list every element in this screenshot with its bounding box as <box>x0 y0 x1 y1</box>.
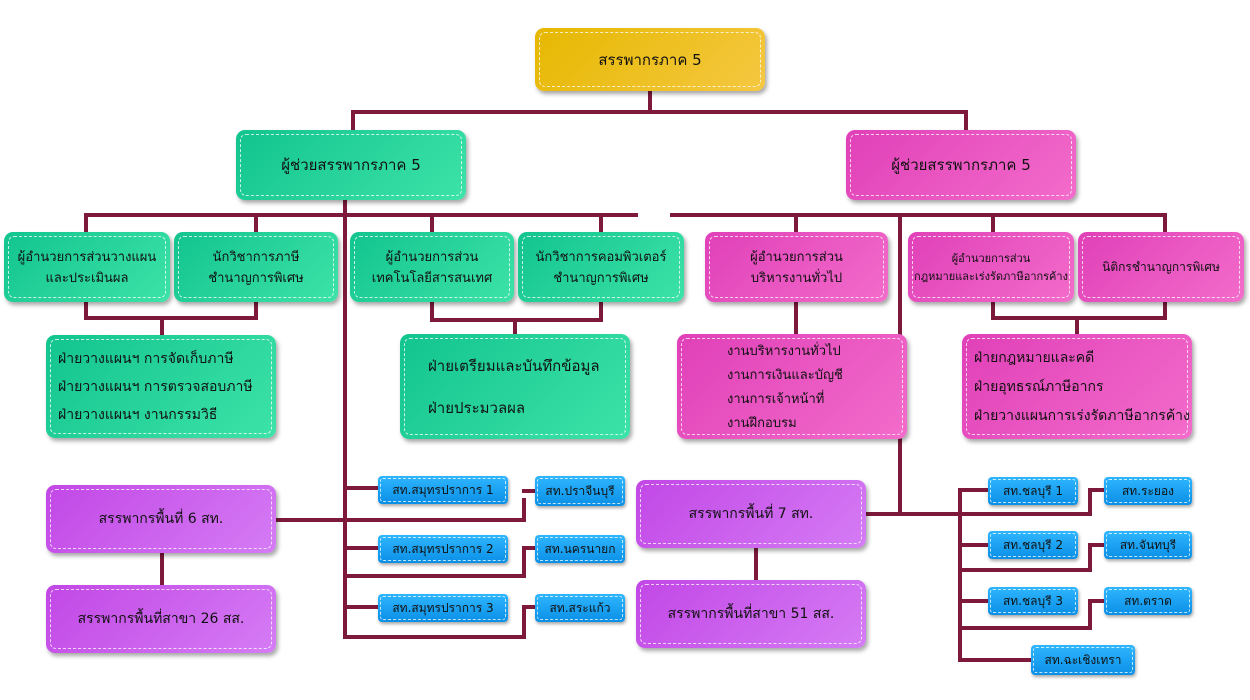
computer-specialist-line1: นักวิชาการคอมพิวเตอร์ <box>535 250 667 265</box>
office-label: สท.สระแก้ว <box>549 600 611 615</box>
admin-sections-box: งานบริหารงานทั่วไป งานการเงินและบัญชี งา… <box>677 334 907 439</box>
legal-sections-box: ฝ่ายกฎหมายและคดี ฝ่ายอุทธรณ์ภาษีอากร ฝ่า… <box>962 334 1192 439</box>
office-trat: สท.ตราด <box>1104 587 1192 615</box>
office-prachinburi: สท.ปราจีนบุรี <box>535 476 625 506</box>
office-nakhonnayok: สท.นครนายก <box>535 535 625 563</box>
office-samutprakan-1: สท.สมุทรปราการ 1 <box>378 476 508 504</box>
admin-section: งานการเจ้าหน้าที่ <box>727 392 825 407</box>
assistant-left-box: ผู้ช่วยสรรพากรภาค 5 <box>236 130 466 200</box>
planning-section: ฝ่ายวางแผนฯ การจัดเก็บภาษี <box>58 350 234 367</box>
legal-director-line1: ผู้อำนวยการส่วน <box>951 252 1031 265</box>
admin-director-line2: บริหารงานทั่วไป <box>750 271 843 286</box>
office-chonburi-2: สท.ชลบุรี 2 <box>988 531 1078 559</box>
area-left-branch-box: สรรพากรพื้นที่สาขา 26 สส. <box>46 585 276 653</box>
it-director-box: ผู้อำนวยการส่วน เทคโนโลยีสารสนเทศ <box>350 232 514 302</box>
admin-section: งานฝึกอบรม <box>727 416 797 431</box>
legal-section: ฝ่ายกฎหมายและคดี <box>974 349 1095 366</box>
area-right-branch: สรรพากรพื้นที่สาขา 51 สส. <box>667 606 835 622</box>
area-left-title: สรรพากรพื้นที่ 6 สท. <box>98 511 224 527</box>
admin-director-line1: ผู้อำนวยการส่วน <box>750 250 843 265</box>
office-label: สท.ชลบุรี 3 <box>1002 593 1064 608</box>
admin-director-box: ผู้อำนวยการส่วน บริหารงานทั่วไป <box>705 232 888 302</box>
office-samutprakan-2: สท.สมุทรปราการ 2 <box>378 535 508 563</box>
planning-director-line1: ผู้อำนวยการส่วนวางแผน <box>17 250 157 265</box>
office-label: สท.สมุทรปราการ 1 <box>392 482 494 497</box>
planning-director-box: ผู้อำนวยการส่วนวางแผน และประเมินผล <box>4 232 170 302</box>
legal-director-line2: กฎหมายและเร่งรัดภาษีอากรค้าง <box>914 270 1068 283</box>
office-label: สท.สมุทรปราการ 3 <box>392 600 494 615</box>
planning-section: ฝ่ายวางแผนฯ การตรวจสอบภาษี <box>58 378 253 395</box>
assistant-right-box: ผู้ช่วยสรรพากรภาค 5 <box>846 130 1076 200</box>
computer-specialist-line2: ชำนาญการพิเศษ <box>553 271 649 286</box>
legal-director-box: ผู้อำนวยการส่วน กฎหมายและเร่งรัดภาษีอากร… <box>908 232 1074 302</box>
legal-specialist-line1: นิติกรชำนาญการพิเศษ <box>1102 259 1220 274</box>
office-chanthaburi: สท.จันทบุรี <box>1104 531 1192 559</box>
area-left-branch: สรรพากรพื้นที่สาขา 26 สส. <box>77 611 245 627</box>
tax-specialist-box: นักวิชาการภาษี ชำนาญการพิเศษ <box>174 232 338 302</box>
office-label: สท.ตราด <box>1124 593 1172 608</box>
root-box: สรรพากรภาค 5 <box>535 28 765 91</box>
it-section: ฝ่ายประมวลผล <box>428 398 526 417</box>
office-chonburi-3: สท.ชลบุรี 3 <box>988 587 1078 615</box>
office-chonburi-1: สท.ชลบุรี 1 <box>988 477 1078 505</box>
admin-section: งานการเงินและบัญชี <box>727 368 843 383</box>
tax-specialist-line2: ชำนาญการพิเศษ <box>208 271 304 286</box>
area-right-box: สรรพากรพื้นที่ 7 สท. <box>636 480 866 548</box>
admin-section: งานบริหารงานทั่วไป <box>727 344 841 359</box>
office-label: สท.ชลบุรี 1 <box>1002 483 1064 498</box>
office-label: สท.ฉะเชิงเทรา <box>1044 652 1122 667</box>
planning-sections-box: ฝ่ายวางแผนฯ การจัดเก็บภาษี ฝ่ายวางแผนฯ ก… <box>46 335 276 438</box>
it-sections-box: ฝ่ายเตรียมและบันทึกข้อมูล ฝ่ายประมวลผล <box>400 334 630 439</box>
legal-section: ฝ่ายวางแผนการเร่งรัดภาษีอากรค้าง <box>974 407 1190 424</box>
it-director-line2: เทคโนโลยีสารสนเทศ <box>371 271 493 286</box>
legal-section: ฝ่ายอุทธรณ์ภาษีอากร <box>974 378 1104 395</box>
assistant-left-title: ผู้ช่วยสรรพากรภาค 5 <box>281 156 421 174</box>
root-title: สรรพากรภาค 5 <box>598 50 702 69</box>
office-label: สท.ปราจีนบุรี <box>545 483 615 498</box>
office-label: สท.สมุทรปราการ 2 <box>392 541 494 556</box>
office-label: สท.นครนายก <box>544 541 616 556</box>
office-rayong: สท.ระยอง <box>1104 477 1192 505</box>
legal-specialist-box: นิติกรชำนาญการพิเศษ <box>1078 232 1244 302</box>
planning-director-line2: และประเมินผล <box>45 271 129 286</box>
computer-specialist-box: นักวิชาการคอมพิวเตอร์ ชำนาญการพิเศษ <box>518 232 684 302</box>
area-right-title: สรรพากรพื้นที่ 7 สท. <box>688 506 814 522</box>
tax-specialist-line1: นักวิชาการภาษี <box>212 250 300 265</box>
area-left-box: สรรพากรพื้นที่ 6 สท. <box>46 485 276 553</box>
office-samutprakan-3: สท.สมุทรปราการ 3 <box>378 594 508 622</box>
planning-section: ฝ่ายวางแผนฯ งานกรรมวิธี <box>58 406 218 423</box>
office-label: สท.จันทบุรี <box>1119 537 1177 552</box>
area-right-branch-box: สรรพากรพื้นที่สาขา 51 สส. <box>636 580 866 648</box>
office-sakaeo: สท.สระแก้ว <box>535 594 625 622</box>
office-chachoengsao: สท.ฉะเชิงเทรา <box>1031 645 1135 675</box>
it-section: ฝ่ายเตรียมและบันทึกข้อมูล <box>428 356 600 375</box>
office-label: สท.ระยอง <box>1121 483 1175 498</box>
it-director-line1: ผู้อำนวยการส่วน <box>385 250 479 265</box>
assistant-right-title: ผู้ช่วยสรรพากรภาค 5 <box>891 156 1031 174</box>
office-label: สท.ชลบุรี 2 <box>1002 537 1064 552</box>
